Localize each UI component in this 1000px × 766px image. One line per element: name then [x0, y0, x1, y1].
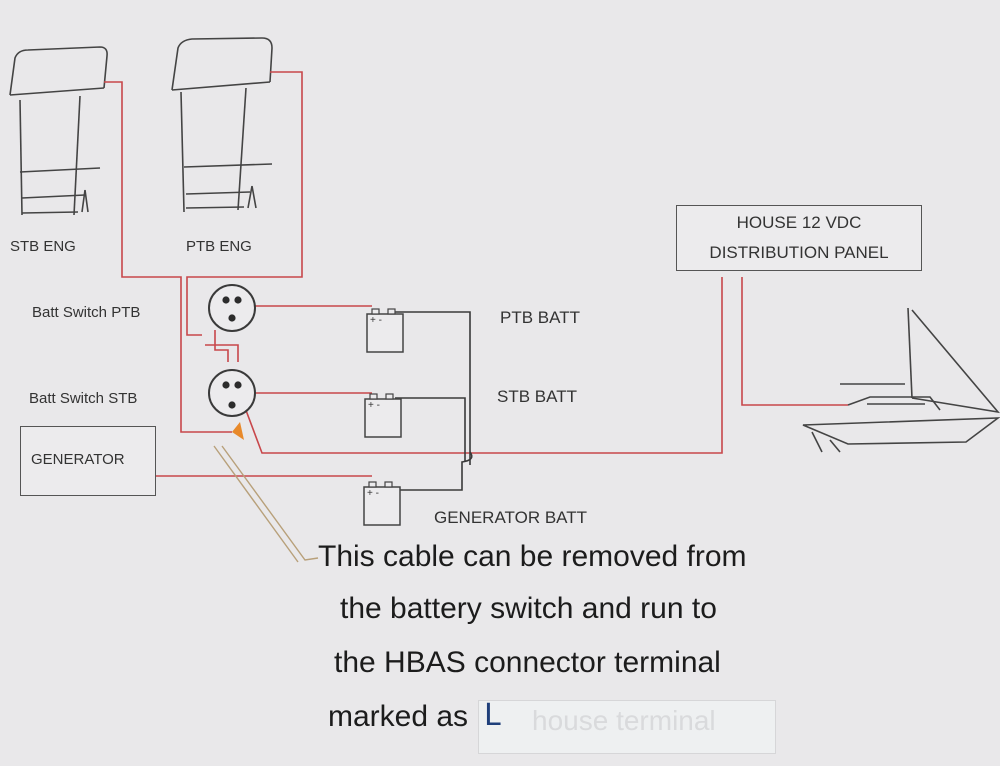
stb-engine-icon: [9, 46, 108, 216]
caption-line-4: marked as: [328, 700, 469, 733]
generator-battery-terminals: + -: [367, 488, 379, 499]
ptb-engine-icon: [171, 37, 273, 213]
sailboat-icon: [802, 307, 1000, 453]
ptb-eng-label: PTB ENG: [186, 238, 252, 255]
stb-eng-label: STB ENG: [10, 238, 76, 255]
batt-switch-stb-label: Batt Switch STB: [29, 390, 138, 407]
ptb-battery-terminals: + -: [370, 315, 382, 326]
generator-label: GENERATOR: [31, 451, 125, 468]
caption-line-2: the battery switch and run to: [340, 592, 717, 625]
stb-battery-terminals: + -: [368, 400, 380, 411]
caption-line-3: the HBAS connector terminal: [334, 646, 721, 679]
house-panel-line1: HOUSE 12 VDC: [736, 213, 862, 232]
ptb-battery-icon: [366, 308, 404, 353]
house-panel-line2: DISTRIBUTION PANEL: [709, 243, 889, 262]
generator-batt-label: GENERATOR BATT: [434, 508, 588, 527]
generator-battery-icon: [363, 481, 401, 526]
batt-switch-stb: [208, 369, 256, 417]
red-cables: [104, 71, 848, 477]
caption-line-1: This cable can be removed from: [318, 540, 747, 573]
stb-battery-icon: [364, 393, 402, 438]
annotation-arrow: [213, 422, 319, 563]
ptb-batt-label: PTB BATT: [500, 308, 580, 327]
covered-text: house terminal: [532, 705, 716, 736]
house-panel-box: HOUSE 12 VDC DISTRIBUTION PANEL: [676, 205, 922, 271]
stb-batt-label: STB BATT: [497, 387, 577, 406]
batt-switch-ptb-label: Batt Switch PTB: [32, 304, 141, 321]
generator-box: GENERATOR: [20, 426, 156, 496]
batt-switch-ptb: [208, 284, 256, 332]
black-wires: [395, 311, 473, 491]
handwritten-terminal-letter: L: [484, 698, 501, 733]
correction-sticker: [478, 700, 776, 754]
